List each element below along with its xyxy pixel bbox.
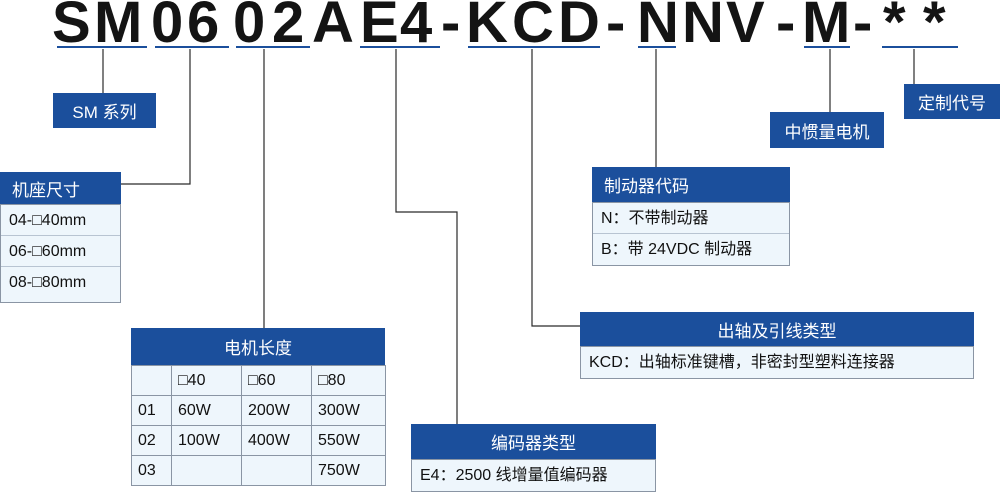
custom-code-label: 定制代号: [904, 84, 1000, 119]
code-char: D: [558, 0, 600, 55]
frame-size-header: 机座尺寸: [0, 172, 121, 204]
code-char: 0: [233, 0, 266, 55]
underline-brake: [638, 46, 676, 48]
code-char: S: [52, 0, 91, 55]
motor-length-header: 电机长度: [131, 328, 385, 365]
code-char: V: [726, 0, 765, 55]
underline-custom: [882, 46, 958, 48]
table-row: 03 750W: [131, 455, 386, 486]
code-char: 0: [151, 0, 184, 55]
underline-inertia: [804, 46, 850, 48]
underline-encoder: [360, 46, 440, 48]
frame-size-list: 04-□40mm 06-□60mm 08-□80mm: [0, 204, 121, 303]
shaft-row: KCD：出轴标准键槽，非密封型塑料连接器: [589, 354, 895, 371]
code-char: K: [466, 0, 508, 55]
table-cell: 550W: [311, 425, 386, 456]
brake-row: N：不带制动器: [593, 203, 789, 234]
frame-size-row: 08-□80mm: [9, 274, 87, 291]
table-cell: 200W: [241, 395, 312, 426]
table-cell: 750W: [311, 455, 386, 486]
table-cell: 03: [131, 455, 172, 486]
shaft-header: 出轴及引线类型: [580, 312, 974, 346]
code-char: *: [923, 0, 946, 55]
encoder-header: 编码器类型: [411, 424, 656, 459]
underline-frame-size: [155, 46, 229, 48]
table-cell: 60W: [171, 395, 242, 426]
underline-motor-length: [236, 46, 310, 48]
brake-list: N：不带制动器 B：带 24VDC 制动器: [592, 202, 790, 266]
table-cell: □60: [241, 365, 312, 396]
motor-length-table: □40 □60 □80 01 60W 200W 300W 02 100W 400…: [131, 365, 386, 486]
brake-row: B：带 24VDC 制动器: [601, 241, 753, 258]
table-cell: 100W: [171, 425, 242, 456]
frame-size-row: 06-□60mm: [1, 236, 120, 267]
table-cell: 02: [131, 425, 172, 456]
table-row: 02 100W 400W 550W: [131, 425, 386, 456]
table-cell: 300W: [311, 395, 386, 426]
code-char: E: [360, 0, 399, 55]
frame-size-row: 04-□40mm: [1, 205, 120, 236]
encoder-row: E4：2500 线增量值编码器: [420, 467, 608, 484]
table-cell: □80: [311, 365, 386, 396]
table-cell: 01: [131, 395, 172, 426]
code-char: N: [682, 0, 724, 55]
table-cell: [241, 455, 312, 486]
table-cell: [171, 455, 242, 486]
brake-header: 制动器代码: [592, 167, 790, 202]
series-label: SM 系列: [53, 93, 156, 128]
underline-series: [57, 46, 147, 48]
encoder-list: E4：2500 线增量值编码器: [411, 459, 656, 492]
code-char: A: [312, 0, 354, 55]
inertia-label: 中惯量电机: [770, 112, 884, 148]
code-char: -: [606, 0, 626, 55]
code-char: -: [776, 0, 796, 55]
code-char: M: [94, 0, 143, 55]
code-char: 4: [400, 0, 433, 55]
table-cell: 400W: [241, 425, 312, 456]
code-char: *: [883, 0, 906, 55]
code-char: C: [512, 0, 554, 55]
code-char: -: [853, 0, 873, 55]
code-char: 2: [272, 0, 305, 55]
connector-encoder: [395, 49, 458, 424]
code-char: N: [637, 0, 679, 55]
table-cell: [131, 365, 172, 396]
table-cell: □40: [171, 365, 242, 396]
connector-frame-size: [121, 49, 191, 185]
table-row: 01 60W 200W 300W: [131, 395, 386, 426]
code-char: M: [802, 0, 851, 55]
code-char: -: [441, 0, 461, 55]
connector-shaft: [531, 49, 580, 327]
shaft-list: KCD：出轴标准键槽，非密封型塑料连接器: [580, 346, 974, 379]
table-header-row: □40 □60 □80: [131, 365, 386, 396]
underline-shaft: [468, 46, 600, 48]
code-char: 6: [187, 0, 220, 55]
